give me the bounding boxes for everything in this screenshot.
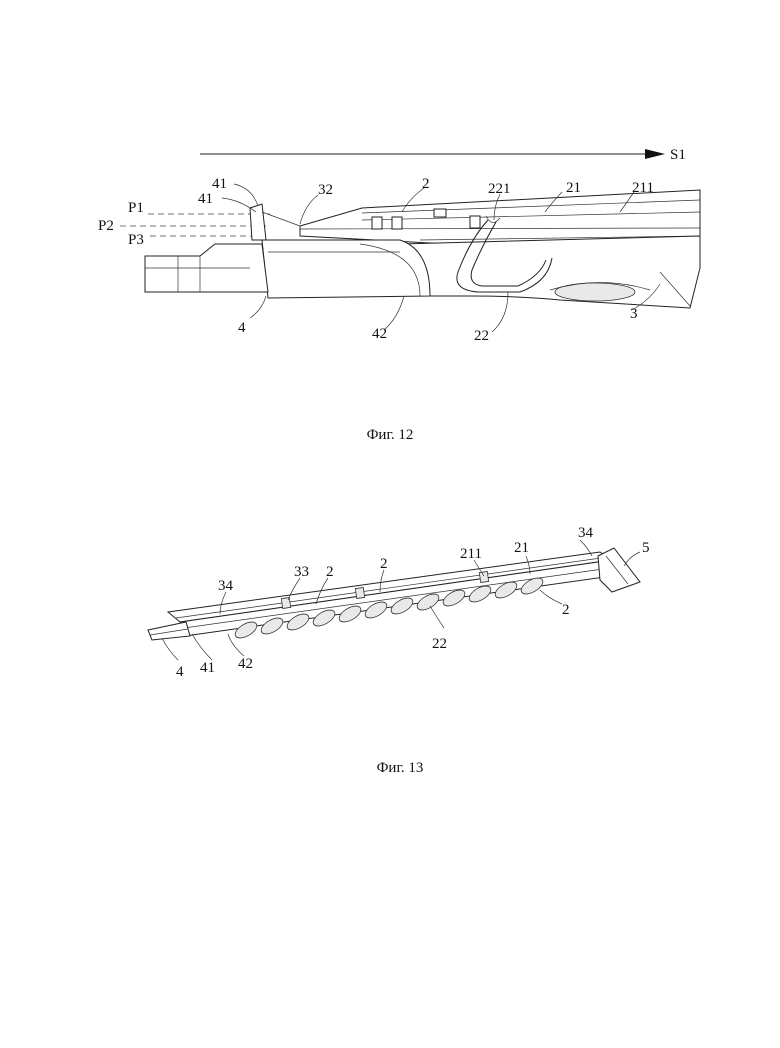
label-34-left: 34 [218, 578, 234, 594]
label-42: 42 [238, 656, 253, 672]
label-22: 22 [474, 328, 489, 344]
label-21: 21 [514, 540, 529, 556]
jaw-4 [145, 244, 268, 292]
label-p3: P3 [128, 232, 144, 248]
figure-12: S1 P1 P2 P3 41 41 32 2 221 21 211 4 42 2… [98, 147, 700, 443]
label-211: 211 [632, 180, 654, 196]
label-211: 211 [460, 546, 482, 562]
tab-41 [250, 204, 300, 240]
label-33: 33 [294, 564, 309, 580]
end-cap-5 [598, 548, 640, 592]
label-2: 2 [422, 176, 430, 192]
label-p2: P2 [98, 218, 114, 234]
label-221: 221 [488, 181, 511, 197]
caption-fig-13: Фиг. 13 [377, 760, 424, 776]
figure-13: 34 5 211 21 2 33 2 34 2 22 4 41 42 Фиг. … [148, 525, 650, 776]
label-21: 21 [566, 180, 581, 196]
label-2-right: 2 [562, 602, 570, 618]
label-s1: S1 [670, 147, 686, 163]
housing-42 [262, 240, 430, 298]
label-41a: 41 [212, 176, 227, 192]
label-3: 3 [630, 306, 638, 322]
jaw-tip-4 [148, 622, 190, 640]
label-4: 4 [238, 320, 246, 336]
label-5: 5 [642, 540, 650, 556]
cartridge-body [168, 552, 612, 636]
label-41b: 41 [198, 191, 213, 207]
label-41: 41 [200, 660, 215, 676]
body-3 [400, 236, 700, 308]
label-p1: P1 [128, 200, 144, 216]
direction-arrow-s1 [200, 149, 665, 159]
label-34-right: 34 [578, 525, 594, 541]
caption-fig-12: Фиг. 12 [367, 427, 414, 443]
label-42: 42 [372, 326, 387, 342]
label-32: 32 [318, 182, 333, 198]
label-2-top: 2 [380, 556, 388, 572]
label-2-mid: 2 [326, 564, 334, 580]
label-22: 22 [432, 636, 447, 652]
label-4: 4 [176, 664, 184, 680]
